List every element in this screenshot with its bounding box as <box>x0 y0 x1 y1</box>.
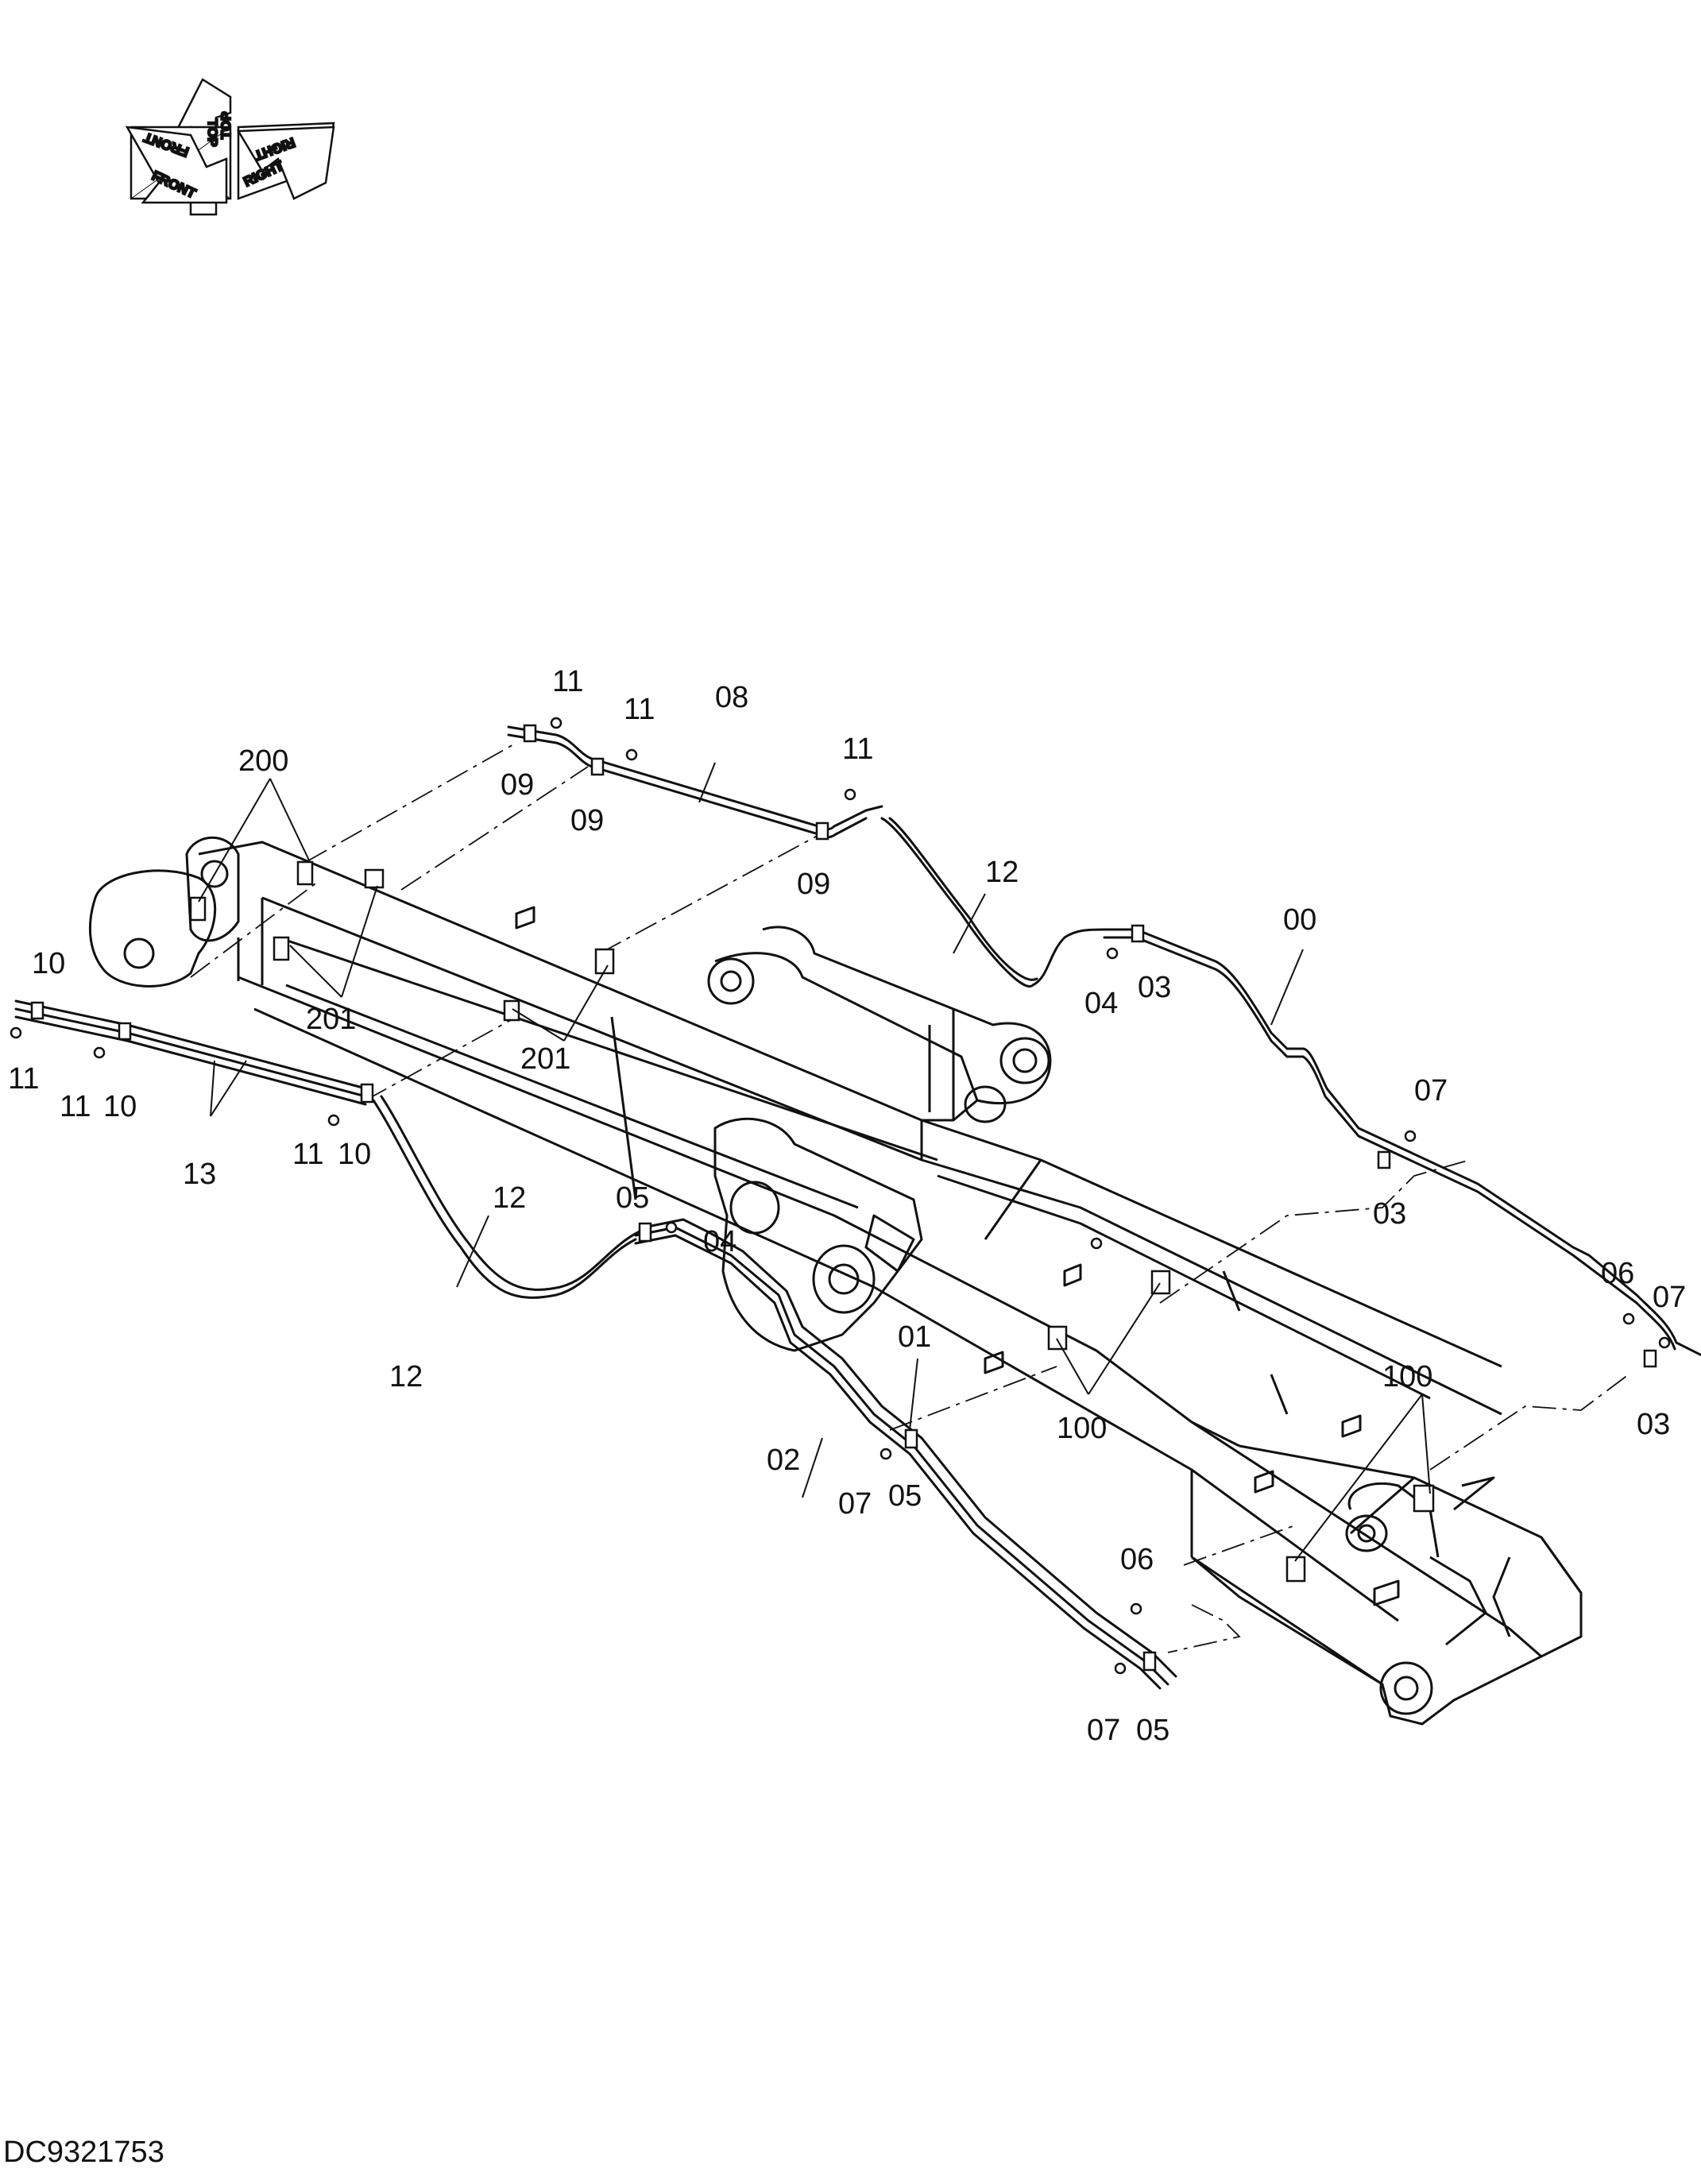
callout-p07d: 07 <box>1087 1714 1120 1747</box>
callout-leaders <box>198 762 1431 1562</box>
callout-p06b: 06 <box>1120 1543 1154 1576</box>
callout-p10b: 10 <box>103 1090 137 1123</box>
dash-dot-leaders <box>190 742 1629 1653</box>
piping <box>14 725 1701 1690</box>
callout-p12b: 12 <box>493 1181 526 1215</box>
callout-p11f: 11 <box>292 1138 323 1171</box>
callout-p10a: 10 <box>32 947 65 980</box>
callout-p09a: 09 <box>501 768 534 802</box>
callout-p05b: 05 <box>888 1479 922 1513</box>
callout-p06a: 06 <box>1601 1257 1634 1290</box>
callout-p12c: 12 <box>389 1360 423 1394</box>
callout-p100b: 100 <box>1057 1412 1107 1445</box>
callout-p03b: 03 <box>1373 1197 1406 1231</box>
callout-p04b: 04 <box>703 1225 736 1258</box>
callouts: 11 11 08 11 09 09 09 200 12 00 04 03 10 … <box>8 665 1686 1747</box>
callout-p00: 00 <box>1283 903 1316 937</box>
callout-p05c: 05 <box>1136 1714 1169 1747</box>
boom-structure <box>88 836 1583 1726</box>
orientation-label-top: TOP <box>205 119 220 147</box>
callout-p09c: 09 <box>797 868 830 901</box>
orientation-icon: FRONT FRONT TOP TOP RIGHT RIGHT <box>125 78 335 216</box>
callout-p11a: 11 <box>552 665 583 698</box>
callout-p11d: 11 <box>8 1062 39 1096</box>
callout-p12a: 12 <box>985 856 1019 889</box>
callout-p200: 200 <box>238 744 288 778</box>
clamps-and-bolts <box>10 717 1671 1675</box>
callout-p05a: 05 <box>616 1181 649 1215</box>
callout-p09b: 09 <box>570 804 604 837</box>
callout-p01: 01 <box>898 1320 931 1354</box>
callout-p07b: 07 <box>1653 1281 1686 1314</box>
callout-p201b: 201 <box>520 1042 570 1076</box>
callout-p11b: 11 <box>624 693 655 726</box>
callout-p03a: 03 <box>1138 971 1171 1004</box>
callout-p100a: 100 <box>1382 1360 1432 1394</box>
callout-p11e: 11 <box>60 1090 91 1123</box>
callout-p10c: 10 <box>338 1138 371 1171</box>
callout-p04a: 04 <box>1084 987 1118 1020</box>
callout-p07c: 07 <box>838 1487 872 1521</box>
callout-p08: 08 <box>715 681 748 714</box>
callout-p03c: 03 <box>1637 1408 1670 1441</box>
callout-p02: 02 <box>767 1444 800 1477</box>
callout-p11c: 11 <box>842 733 873 766</box>
drawing-code: DC9321753 <box>3 2136 164 2169</box>
orientation-label-top-mirrored: TOP <box>218 111 234 139</box>
callout-p13: 13 <box>183 1158 216 1191</box>
callout-p201a: 201 <box>306 1003 356 1036</box>
callout-p07a: 07 <box>1414 1074 1448 1107</box>
